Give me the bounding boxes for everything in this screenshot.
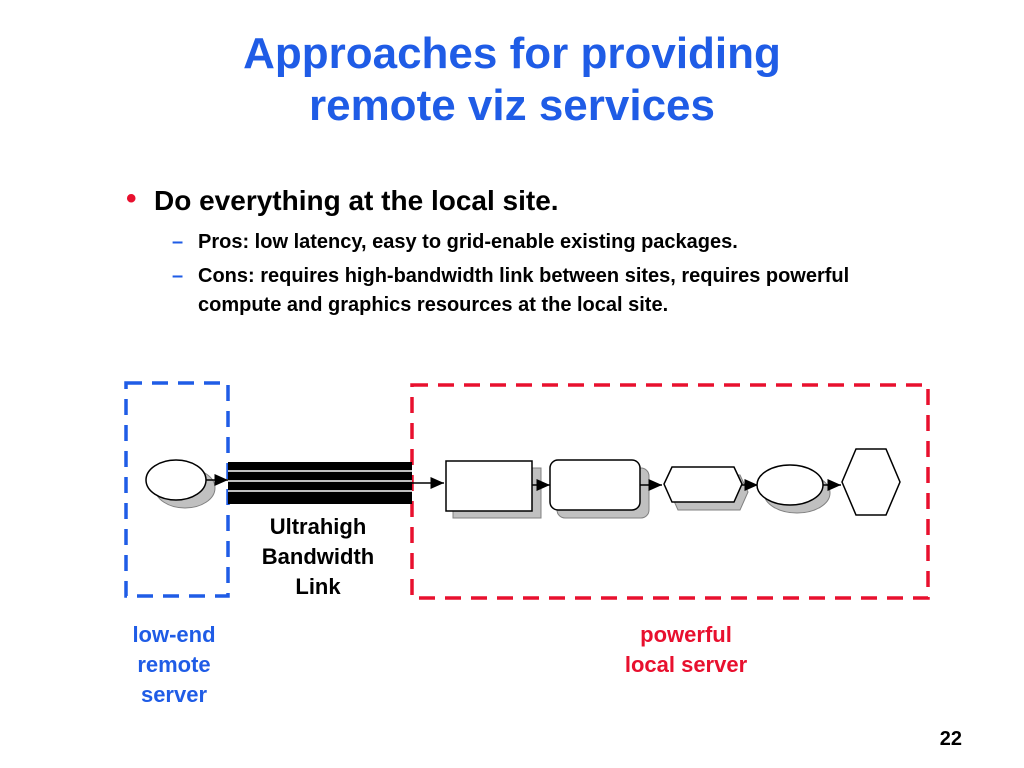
pipeline-box-2 <box>549 459 650 519</box>
sub-bullet-pros-text: Pros: low latency, easy to grid-enable e… <box>198 231 738 253</box>
sub-bullet-cons: – Cons: requires high-bandwidth link bet… <box>172 262 918 320</box>
bandwidth-link-bar <box>228 462 412 504</box>
remote-node <box>145 459 216 509</box>
local-server-label: powerful local server <box>624 622 748 677</box>
dash-icon: – <box>172 231 184 253</box>
bullet-dot-icon: • <box>126 182 137 215</box>
main-bullet-text: Do everything at the local site. <box>154 185 559 216</box>
remote-server-label: low-end remote server <box>132 622 216 707</box>
slide-title: Approaches for providing remote viz serv… <box>0 28 1024 132</box>
pipeline-box-1 <box>445 460 542 519</box>
slide-title-line-1: Approaches for providing <box>243 29 781 78</box>
sub-bullet-pros: – Pros: low latency, easy to grid-enable… <box>172 228 918 257</box>
display-hexagon <box>841 448 901 516</box>
pipeline-ellipse <box>756 464 831 514</box>
dash-icon: – <box>172 265 184 287</box>
slide-title-line-2: remote viz services <box>308 81 716 130</box>
link-label: Ultrahigh Bandwidth Link <box>261 514 375 599</box>
pipeline-hexagon <box>663 466 749 511</box>
page-number: 22 <box>939 728 962 750</box>
main-bullet: • Do everything at the local site. <box>126 182 559 220</box>
sub-bullet-cons-text: Cons: requires high-bandwidth link betwe… <box>198 265 850 316</box>
